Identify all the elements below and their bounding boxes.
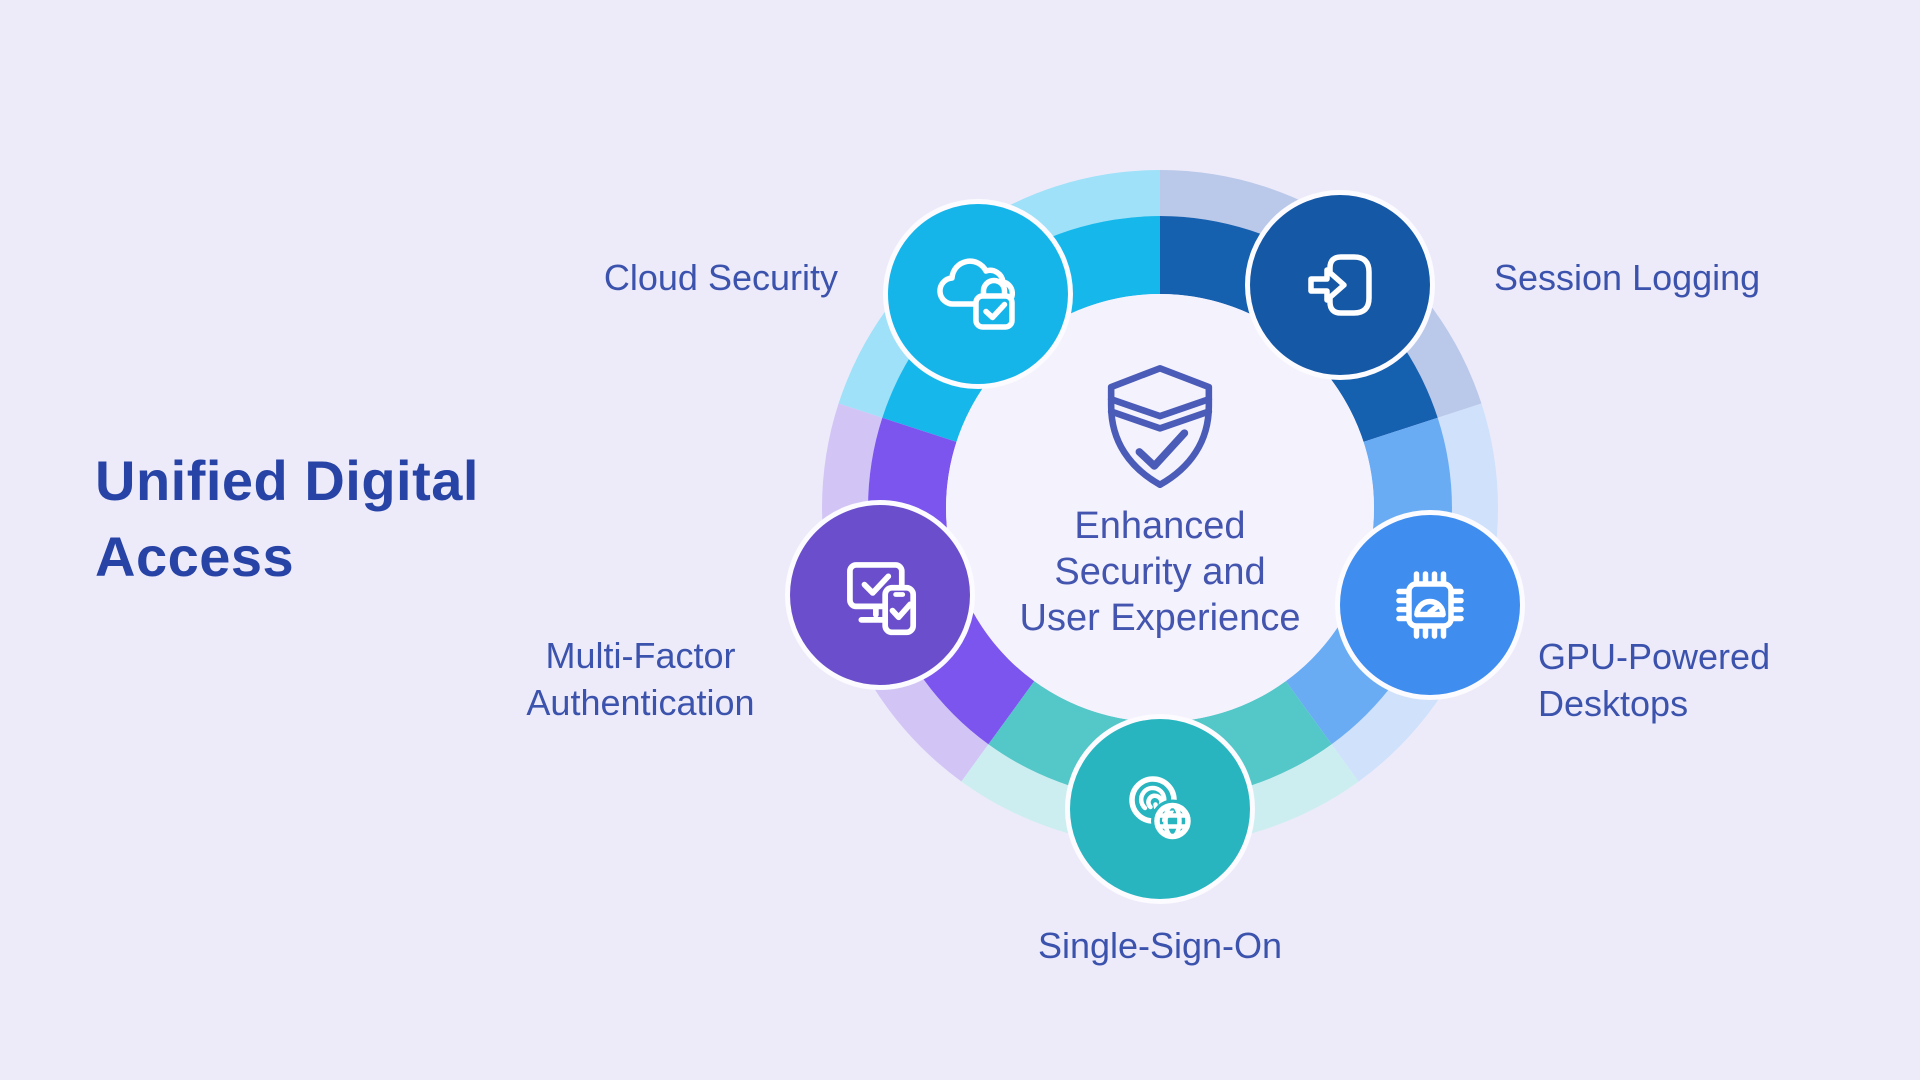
shield-check-icon bbox=[1107, 364, 1213, 489]
center-caption: Enhanced Security and User Experience bbox=[960, 503, 1360, 641]
page-title-line1: Unified Digital bbox=[95, 449, 479, 512]
fingerprint-globe-icon bbox=[1129, 776, 1194, 843]
label-session-logging: Session Logging bbox=[1494, 257, 1761, 298]
login-arrow-icon bbox=[1308, 254, 1372, 316]
node-multi-factor-authentication bbox=[785, 500, 975, 690]
cloud-lock-icon bbox=[937, 258, 1016, 330]
label-multi-factor-authentication: Multi-Factor Authentication bbox=[526, 635, 755, 723]
label-gpu-powered-desktops: GPU-Powered Desktops bbox=[1538, 636, 1771, 724]
center-caption-line3: User Experience bbox=[1019, 597, 1301, 639]
node-gpu-powered-desktops bbox=[1335, 510, 1525, 700]
ring-center-hole bbox=[946, 294, 1374, 722]
devices-check-icon bbox=[847, 562, 917, 636]
page-title-line2: Access bbox=[95, 525, 295, 588]
multi-factor-authentication-segment-outer bbox=[822, 403, 989, 782]
label-cloud-security: Cloud Security bbox=[603, 257, 838, 298]
center-caption-line1: Enhanced bbox=[1074, 505, 1246, 547]
center-caption-line2: Security and bbox=[1054, 551, 1266, 593]
center-block: Enhanced Security and User Experience bbox=[960, 356, 1360, 641]
gpu-chip-icon bbox=[1396, 571, 1464, 639]
label-single-sign-on: Single-Sign-On bbox=[1037, 925, 1283, 966]
node-single-sign-on bbox=[1065, 714, 1255, 904]
node-session-logging bbox=[1245, 190, 1435, 380]
page-title: Unified Digital Access bbox=[95, 443, 479, 595]
gpu-powered-desktops-segment-outer bbox=[1331, 403, 1498, 782]
single-sign-on-segment-outer bbox=[961, 744, 1359, 846]
node-cloud-security bbox=[883, 199, 1073, 389]
